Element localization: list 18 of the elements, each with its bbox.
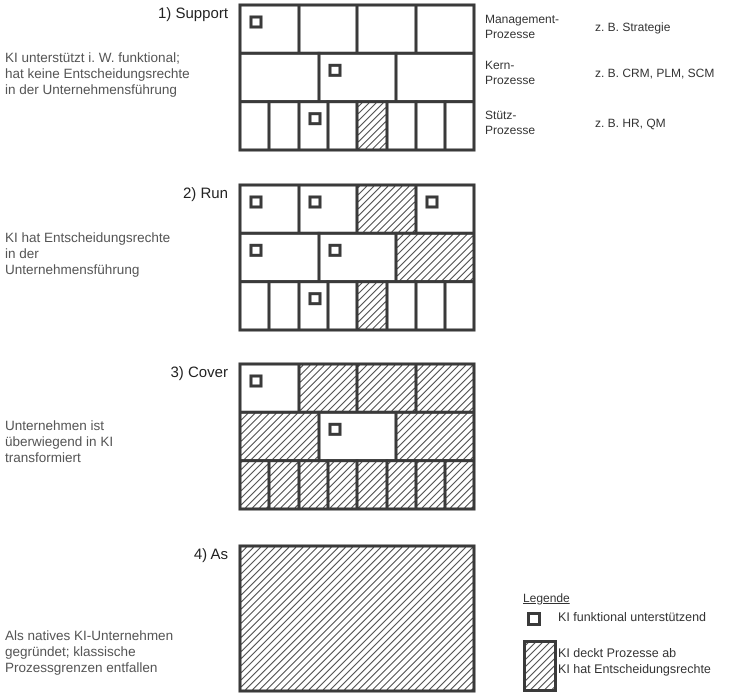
stage-description: KI unterstützt i. W. funktional; hat keine Entscheidungsrechte in der Unternehmensführung bbox=[5, 50, 191, 99]
stage-heading: 1) Support bbox=[158, 5, 228, 22]
process-label: Stütz-Prozesse bbox=[485, 108, 536, 138]
legend-text: KI deckt Prozesse ab bbox=[558, 646, 676, 662]
legend-title: Legende bbox=[523, 591, 570, 606]
stage-description: Als natives KI-Unternehmen gegründet; klassische Prozessgrenzen entfallen bbox=[5, 628, 174, 677]
example-text: z. B. Strategie bbox=[595, 20, 670, 35]
process-label: Management-Prozesse bbox=[485, 12, 560, 42]
legend-text: KI hat Entscheidungsrechte bbox=[558, 662, 711, 678]
stage-description: KI hat Entscheidungsrechte in der Unternehmensführung bbox=[5, 230, 172, 279]
stage-heading: 3) Cover bbox=[170, 364, 228, 381]
stage-description: Unternehmen ist überwiegend in KI transformiert bbox=[5, 418, 114, 467]
process-label: Kern-Prozesse bbox=[485, 58, 536, 88]
stage-heading: 4) As bbox=[194, 546, 228, 563]
legend-text: KI funktional unterstützend bbox=[558, 610, 706, 626]
stage-heading: 2) Run bbox=[182, 185, 228, 202]
example-text: z. B. CRM, PLM, SCM bbox=[595, 66, 714, 81]
example-text: z. B. HR, QM bbox=[595, 116, 666, 131]
